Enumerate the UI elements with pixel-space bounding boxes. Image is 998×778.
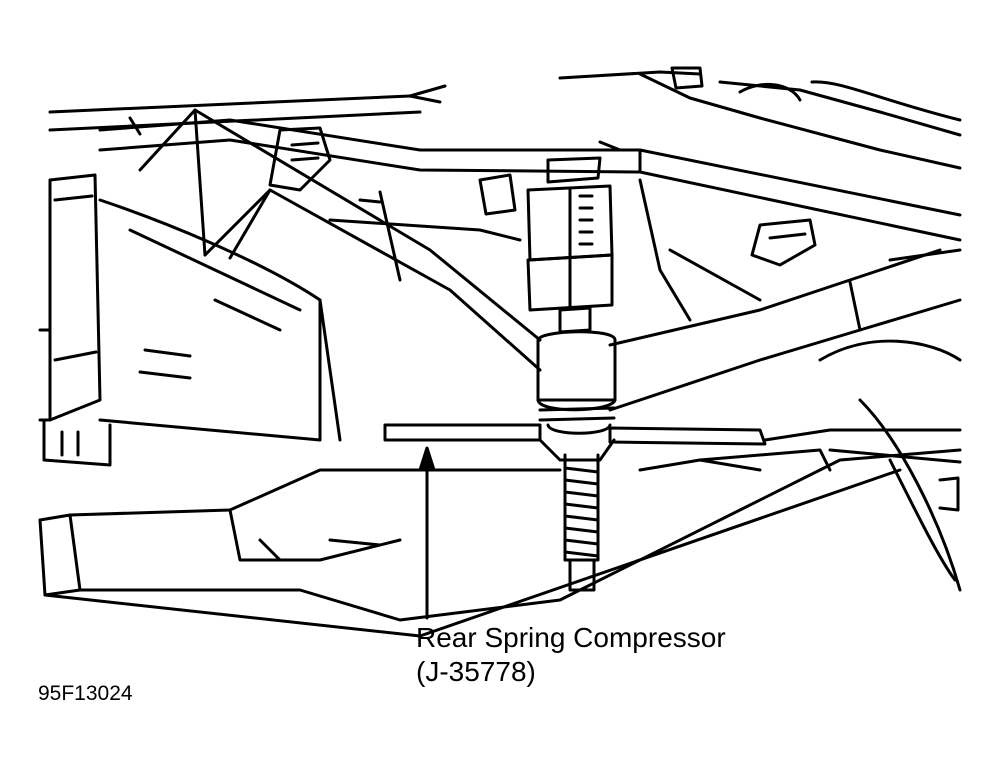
threaded-rod: [563, 453, 600, 592]
compressor-plate: [383, 423, 962, 464]
axle-housing: [38, 173, 322, 467]
under-body-panel: [318, 178, 762, 442]
upper-spring-mount: [526, 156, 614, 334]
lower-control-arm-left: [138, 108, 542, 372]
lower-control-arm-right: [608, 248, 962, 412]
rear-wheel: [818, 339, 962, 592]
callout-label: Rear Spring Compressor (J-35778): [416, 621, 726, 689]
upper-body-panel: [48, 66, 962, 170]
callout-tool-number: (J-35778): [416, 656, 536, 687]
callout-title: Rear Spring Compressor: [416, 622, 726, 653]
rail-brackets: [268, 126, 817, 267]
callout-leader-line: [418, 446, 436, 620]
spring-compressor-body: [536, 330, 617, 435]
frame-rail: [98, 116, 962, 242]
lower-floor-panel: [38, 448, 962, 638]
figure-id: 95F13024: [38, 682, 133, 705]
